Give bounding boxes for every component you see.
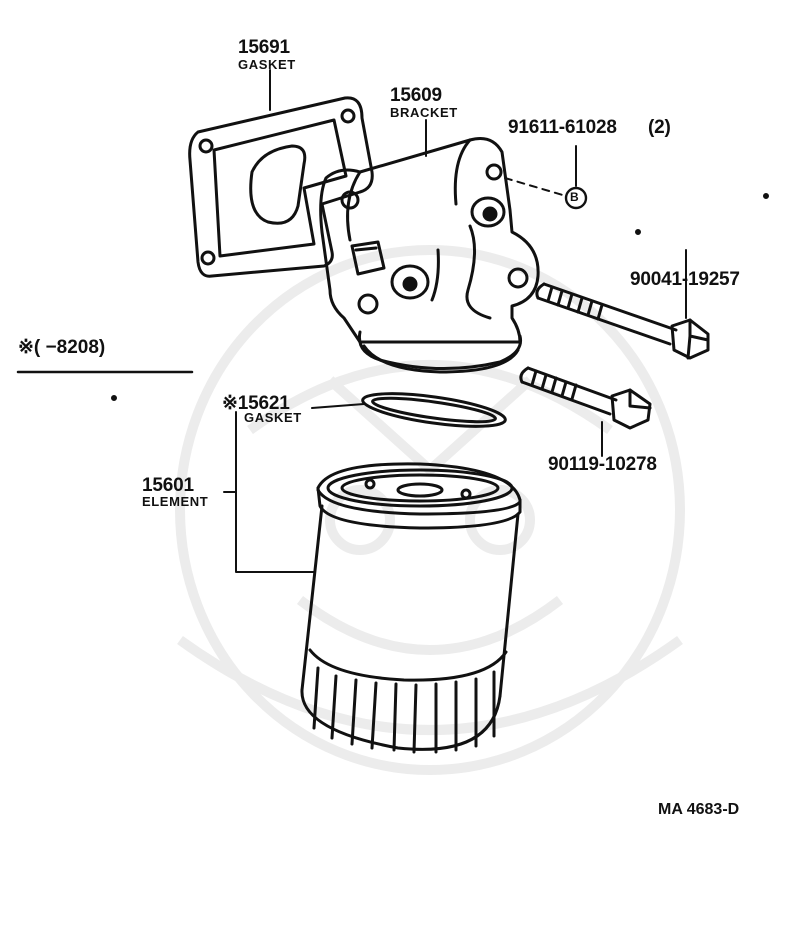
bolt-long — [535, 249, 710, 360]
part-number-90119-10278: 90119-10278 — [548, 454, 657, 475]
bolt-short — [519, 366, 652, 457]
part-number-15601: 15601 — [142, 475, 194, 496]
quantity-label: (2) — [648, 117, 671, 138]
part-name-element: ELEMENT — [142, 494, 209, 509]
part-number-15691: 15691 — [238, 37, 290, 58]
marker-b-letter: B — [570, 190, 579, 204]
gasket-plate — [188, 96, 374, 278]
part-name-gasket-ring: GASKET — [244, 410, 302, 425]
marker-b-circle — [564, 186, 588, 210]
part-number-91611-61028: 91611-61028 — [508, 117, 617, 138]
diagram-reference: MA 4683-D — [658, 801, 740, 818]
part-number-15621: ※15621 — [222, 393, 290, 414]
note-applicability: ※( −8208) — [18, 337, 106, 358]
part-number-15609: 15609 — [390, 85, 442, 106]
oil-filter-element — [300, 462, 522, 754]
part-number-90041-19257: 90041-19257 — [630, 269, 740, 290]
part-name-gasket-top: GASKET — [238, 57, 296, 72]
bracket-housing — [319, 137, 540, 374]
gasket-ring — [311, 392, 507, 428]
part-name-bracket: BRACKET — [390, 105, 458, 120]
